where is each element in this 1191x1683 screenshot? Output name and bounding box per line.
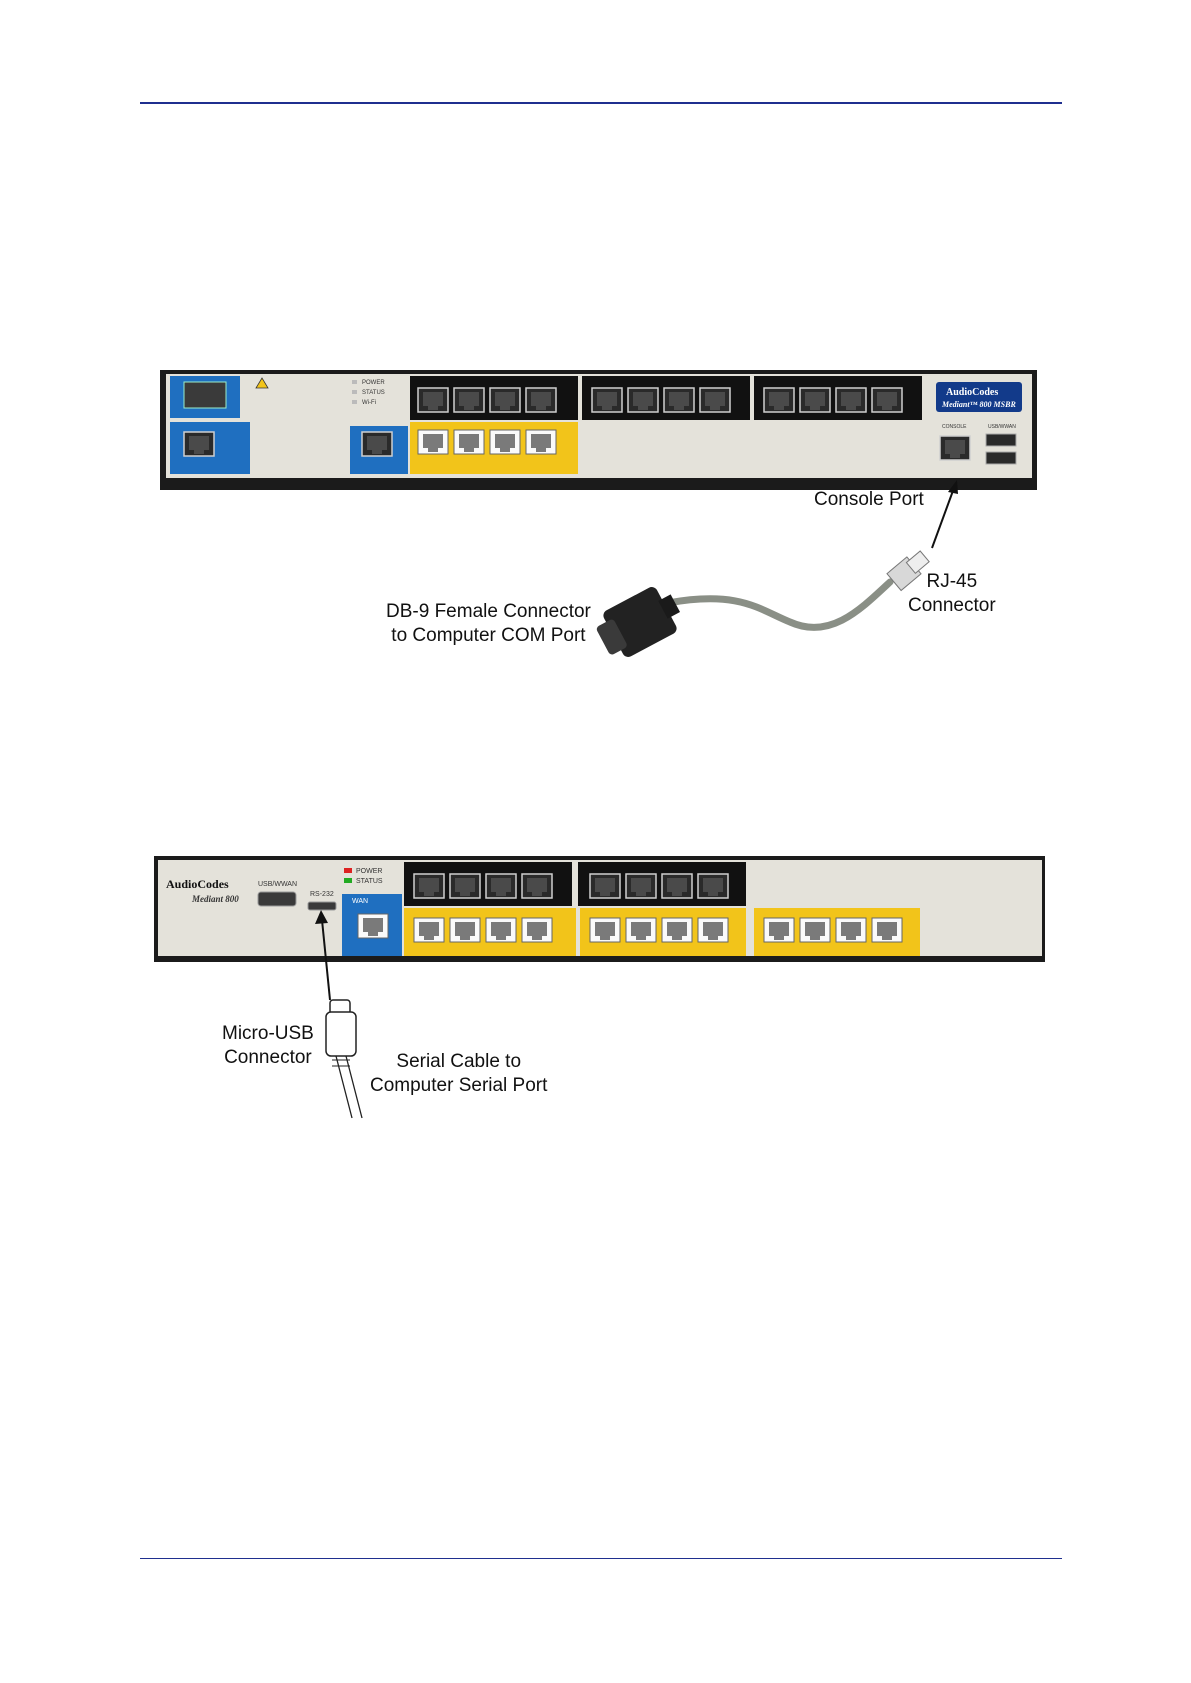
ge-port bbox=[362, 432, 392, 456]
sfp-port bbox=[184, 382, 226, 408]
fxo-port-4 bbox=[698, 874, 728, 898]
usb-port-1 bbox=[986, 434, 1016, 446]
status-led bbox=[344, 878, 352, 883]
fxs-port-2 bbox=[450, 874, 480, 898]
led-label-status: STATUS bbox=[362, 390, 385, 396]
lan-ge-port-4 bbox=[526, 430, 556, 454]
fxs-port-2 bbox=[628, 388, 658, 412]
usb-port bbox=[258, 892, 296, 906]
callout-db9-line1: DB-9 Female Connector bbox=[386, 600, 591, 624]
callout-serial-line1: Serial Cable to bbox=[370, 1050, 547, 1074]
header-rule bbox=[140, 102, 1062, 104]
callout-console-port: Console Port bbox=[814, 488, 924, 512]
lan-ge-port-2 bbox=[454, 430, 484, 454]
wan-label: WAN bbox=[352, 898, 368, 905]
usb-wwan-label: USB/WWAN bbox=[258, 881, 297, 888]
wifi-led bbox=[352, 400, 357, 404]
rs232-micro-usb-port bbox=[308, 902, 336, 910]
lan-fe-port-2 bbox=[626, 918, 656, 942]
model-name: Mediant 800 bbox=[191, 894, 239, 904]
mediant-800-msbr-illustration: POWER STATUS Wi-Fi AudioCodes Med bbox=[0, 360, 1191, 690]
figure-mediant-800-rs232: AudioCodes Mediant 800 USB/WWAN RS-232 P… bbox=[0, 850, 1191, 1150]
lan-ge-port-4 bbox=[522, 918, 552, 942]
model-name: Mediant™ 800 MSBR bbox=[941, 400, 1016, 409]
callout-micro-usb-line1: Micro-USB bbox=[222, 1022, 314, 1046]
callout-micro-usb-line2: Connector bbox=[222, 1046, 314, 1070]
footer-rule bbox=[140, 1558, 1062, 1559]
fxs-port-1 bbox=[592, 388, 622, 412]
led-label-wifi: Wi-Fi bbox=[362, 400, 376, 406]
lan-fe-port-5 bbox=[764, 918, 794, 942]
micro-usb-plug bbox=[326, 1000, 356, 1066]
brand-name: AudioCodes bbox=[946, 387, 998, 398]
wan-copper-port bbox=[184, 432, 214, 456]
fxo-port-3 bbox=[836, 388, 866, 412]
lan-fe-port-6 bbox=[800, 918, 830, 942]
callout-rj45-line2: Connector bbox=[908, 594, 996, 618]
lan-ge-port-2 bbox=[450, 918, 480, 942]
bri-port-1 bbox=[418, 388, 448, 412]
serial-cable bbox=[336, 1056, 362, 1118]
fxo-port-2 bbox=[626, 874, 656, 898]
led-label-power: POWER bbox=[362, 380, 385, 386]
usb-wwan-label: USB/WWAN bbox=[988, 424, 1016, 430]
lan-fe-port-3 bbox=[662, 918, 692, 942]
usb-port-2 bbox=[986, 452, 1016, 464]
lan-fe-port-4 bbox=[698, 918, 728, 942]
console-label: CONSOLE bbox=[942, 424, 967, 430]
fxs-port-4 bbox=[522, 874, 552, 898]
lan-ge-port-3 bbox=[486, 918, 516, 942]
callout-db9: DB-9 Female Connector to Computer COM Po… bbox=[386, 600, 591, 648]
lan-fe-port-1 bbox=[590, 918, 620, 942]
fxo-port-2 bbox=[800, 388, 830, 412]
brand-name: AudioCodes bbox=[166, 877, 229, 891]
lan-ge-port-1 bbox=[414, 918, 444, 942]
lan-ge-port-1 bbox=[418, 430, 448, 454]
led-label-status: STATUS bbox=[356, 878, 383, 885]
callout-db9-line2: to Computer COM Port bbox=[386, 624, 591, 648]
lan-ge-port-3 bbox=[490, 430, 520, 454]
console-cable bbox=[668, 582, 890, 627]
fxo-port-3 bbox=[662, 874, 692, 898]
lan-fe-port-7 bbox=[836, 918, 866, 942]
led-label-power: POWER bbox=[356, 868, 382, 875]
bri-port-3 bbox=[490, 388, 520, 412]
fxo-port-1 bbox=[764, 388, 794, 412]
callout-micro-usb: Micro-USB Connector bbox=[222, 1022, 314, 1070]
callout-serial-line2: Computer Serial Port bbox=[370, 1074, 547, 1098]
fxo-port-1 bbox=[590, 874, 620, 898]
callout-rj45: RJ-45 Connector bbox=[908, 570, 996, 618]
figure-mediant-800-msbr-console: POWER STATUS Wi-Fi AudioCodes Med bbox=[0, 360, 1191, 690]
console-port bbox=[940, 436, 970, 460]
mediant-800-illustration: AudioCodes Mediant 800 USB/WWAN RS-232 P… bbox=[0, 850, 1191, 1150]
callout-serial-cable: Serial Cable to Computer Serial Port bbox=[370, 1050, 547, 1098]
bri-port-2 bbox=[454, 388, 484, 412]
db9-connector bbox=[591, 580, 688, 664]
status-led bbox=[352, 390, 357, 394]
rs232-label: RS-232 bbox=[310, 891, 334, 898]
callout-rj45-line1: RJ-45 bbox=[908, 570, 996, 594]
fxs-port-3 bbox=[486, 874, 516, 898]
fxo-port-4 bbox=[872, 388, 902, 412]
fxs-port-3 bbox=[664, 388, 694, 412]
bri-port-4 bbox=[526, 388, 556, 412]
console-arrow bbox=[932, 488, 954, 548]
wan-port bbox=[358, 914, 388, 938]
power-led bbox=[352, 380, 357, 384]
fxs-port-1 bbox=[414, 874, 444, 898]
power-led bbox=[344, 868, 352, 873]
fxs-port-4 bbox=[700, 388, 730, 412]
lan-fe-port-8 bbox=[872, 918, 902, 942]
